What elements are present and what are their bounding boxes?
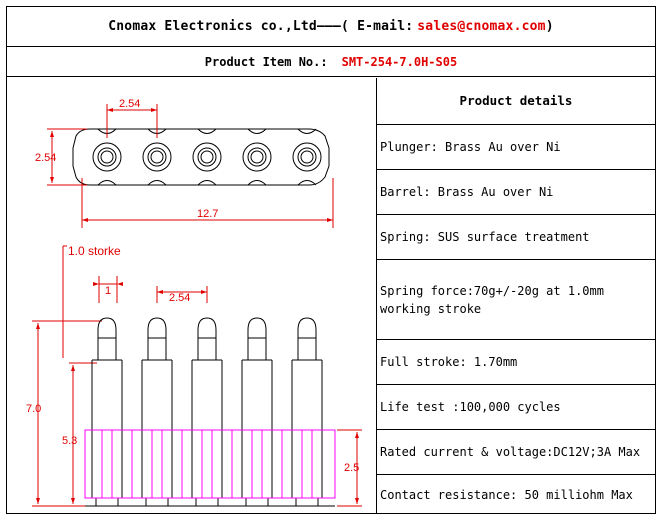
dim-pitch-side: 2.54 (169, 292, 190, 304)
product-item-number: SMT-254-7.0H-S05 (341, 54, 458, 69)
detail-life-test: Life test :100,000 cycles (377, 385, 655, 430)
side-view-dimensions (32, 245, 362, 507)
pins (85, 317, 335, 507)
dim-plunger: 1 (105, 285, 111, 297)
detail-spring: Spring: SUS surface treatment (377, 215, 655, 260)
drawing-svg: 2.54 2.54 12.7 1.0 storke 1 2.54 7.0 (26, 98, 362, 507)
base-housing (84, 429, 336, 499)
product-details-table: Product details Plunger: Brass Au over N… (377, 78, 655, 514)
dim-length: 12.7 (197, 208, 218, 220)
company-header: Cnomax Electronics co.,Ltd———( E-mail: s… (7, 7, 655, 47)
detail-full-stroke: Full stroke: 1.70mm (377, 340, 655, 385)
dim-body-height: 5.3 (62, 435, 77, 447)
spec-sheet: Cnomax Electronics co.,Ltd———( E-mail: s… (6, 6, 656, 514)
detail-rated: Rated current & voltage:DC12V;3A Max (377, 430, 655, 475)
details-title: Product details (377, 78, 655, 125)
detail-barrel: Barrel: Brass Au over Ni (377, 170, 655, 215)
top-view-holes (92, 142, 322, 172)
email-link[interactable]: sales@cnomax.com (417, 19, 546, 34)
product-item-label: Product Item No.: (204, 54, 328, 69)
technical-drawing: 2.54 2.54 12.7 1.0 storke 1 2.54 7.0 (7, 78, 377, 514)
detail-contact-resistance: Contact resistance: 50 milliohm Max (380, 487, 633, 502)
top-view-dimensions (47, 104, 334, 228)
product-item-row: Product Item No.: SMT-254-7.0H-S05 (7, 47, 655, 77)
note-stroke: 1.0 storke (68, 244, 121, 258)
dim-pitch-top: 2.54 (119, 98, 140, 110)
dim-base-height: 2.5 (344, 462, 359, 474)
dim-height-top: 2.54 (35, 152, 56, 164)
detail-spring-force: Spring force:70g+/-20g at 1.0mm working … (377, 260, 655, 340)
dim-total-height: 7.0 (26, 403, 41, 415)
header-close: ) (545, 19, 554, 34)
top-view-outline (72, 128, 330, 186)
detail-plunger: Plunger: Brass Au over Ni (377, 125, 655, 170)
company-name: Cnomax Electronics co.,Ltd———( E-mail: (108, 19, 414, 34)
